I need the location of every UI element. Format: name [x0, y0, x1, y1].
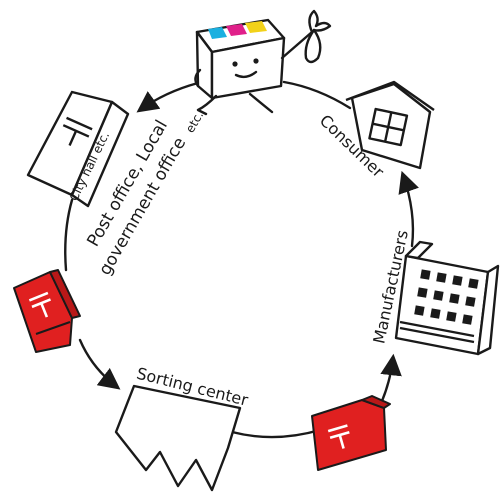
house-icon: [345, 80, 435, 170]
arrow-city-hall-to-postbox: [64, 198, 74, 272]
city-hall-building-icon: [26, 90, 130, 208]
arrow-manufacturers-to-consumer: [398, 170, 419, 248]
factory-building-icon: [394, 240, 500, 356]
mail-cart-icon: [311, 395, 391, 471]
cycle-arrows: [64, 80, 419, 439]
recycle-box-mascot-icon: [194, 9, 332, 116]
sorting-center-bag-icon: [114, 384, 242, 492]
post-box-icon: [13, 269, 81, 353]
arrow-sorting-to-cart: [230, 428, 322, 439]
arrow-mascot-to-city-hall: [136, 81, 200, 113]
arrow-postbox-to-sorting: [78, 338, 121, 390]
arrow-consumer-to-mascot: [282, 80, 352, 110]
